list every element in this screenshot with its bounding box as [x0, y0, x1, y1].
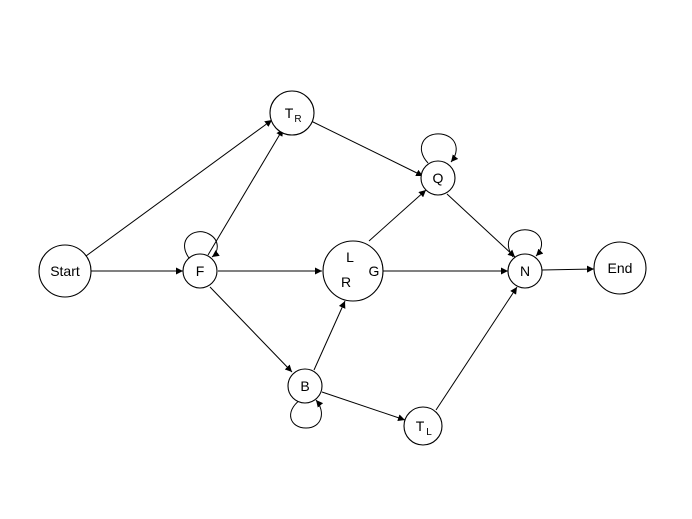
node-n: N	[507, 253, 543, 289]
node-start: Start	[38, 244, 92, 298]
edge-q-n	[446, 193, 516, 258]
node-b-label: B	[300, 378, 309, 394]
edges	[85, 119, 595, 429]
node-lrg-l: L	[346, 249, 354, 265]
edge-tr-q	[308, 119, 424, 177]
node-end-label: End	[608, 260, 633, 276]
node-start-label: Start	[50, 263, 80, 279]
node-f-label: F	[196, 263, 205, 279]
node-lrg-r: R	[341, 274, 351, 290]
node-tr-label: T	[285, 105, 294, 121]
node-q-label: Q	[433, 170, 444, 186]
edge-tl-n	[435, 286, 518, 411]
edge-lrg-q	[368, 189, 427, 242]
node-tl-label: T	[416, 418, 425, 434]
edge-start-tr	[85, 119, 273, 257]
edge-b-tl	[321, 391, 406, 422]
node-tl-subscript: L	[426, 427, 432, 438]
node-n-label: N	[520, 263, 530, 279]
node-lrg: L R G	[322, 240, 384, 302]
edge-f-b	[209, 286, 293, 373]
node-b: B	[287, 368, 323, 404]
edge-f-tr	[207, 128, 284, 256]
node-lrg-g: G	[369, 263, 380, 279]
edge-n-end	[541, 265, 595, 273]
node-tr-subscript: R	[294, 114, 301, 125]
edge-n-self	[507, 229, 544, 258]
edge-b-lrg	[313, 300, 346, 371]
node-f: F	[182, 253, 218, 289]
node-q: Q	[420, 160, 456, 196]
node-tl: T L	[403, 406, 443, 446]
nodes: Start F T R L R G Q N End	[38, 90, 647, 446]
edge-b-self	[290, 399, 324, 429]
node-end: End	[593, 241, 647, 295]
edge-q-self	[420, 133, 459, 164]
edge-f-self	[184, 231, 220, 259]
node-tr: T R	[269, 90, 315, 136]
